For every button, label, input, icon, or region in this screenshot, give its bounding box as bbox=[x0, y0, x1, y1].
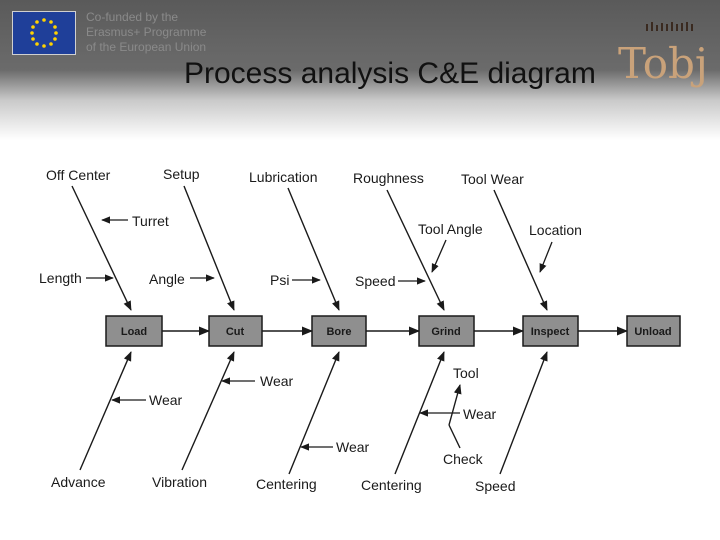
sub-label-angle: Angle bbox=[149, 271, 185, 287]
cause-label-speed: Speed bbox=[475, 478, 515, 494]
sub-label-tool: Tool bbox=[453, 365, 479, 381]
bone-setup bbox=[183, 185, 235, 311]
sub-label-speed: Speed bbox=[355, 273, 395, 289]
sub-label-location: Location bbox=[529, 222, 582, 238]
process-label-bore: Bore bbox=[326, 326, 351, 338]
process-label-inspect: Inspect bbox=[531, 326, 570, 338]
process-labels: Load Cut Bore Grind Inspect Unload bbox=[121, 326, 672, 338]
cause-label-setup: Setup bbox=[163, 166, 200, 182]
process-box-load bbox=[105, 315, 163, 347]
bone-tool-wear bbox=[493, 189, 548, 311]
bone-lubrication bbox=[287, 187, 340, 311]
top-cause-labels: Off Center Setup Lubrication Roughness T… bbox=[46, 166, 524, 187]
eu-line: Co-funded by the bbox=[86, 10, 179, 24]
sub-label-wear-cut: Wear bbox=[260, 373, 294, 389]
bottom-cause-labels: Advance Vibration Centering Centering Sp… bbox=[51, 474, 515, 494]
process-label-load: Load bbox=[121, 326, 147, 338]
sub-label-wear-grind: Wear bbox=[463, 406, 497, 422]
tobjo-logo: Tobjo bbox=[600, 18, 720, 98]
header-banner bbox=[0, 0, 720, 140]
sub-label-length: Length bbox=[39, 270, 82, 286]
process-box-bore bbox=[311, 315, 367, 347]
bone-advance bbox=[79, 351, 132, 471]
process-box-cut bbox=[208, 315, 263, 347]
logo-text: Tobjo bbox=[618, 39, 710, 88]
eu-funding-text: Co-funded by the Erasmus+ Programme of t… bbox=[86, 10, 236, 55]
cause-label-advance: Advance bbox=[51, 474, 106, 490]
process-label-cut: Cut bbox=[226, 326, 245, 338]
sub-arrow-tool-angle bbox=[431, 239, 447, 273]
process-box-inspect bbox=[522, 315, 579, 347]
top-bones bbox=[71, 185, 548, 311]
process-box-unload bbox=[626, 315, 681, 347]
bone-centering-bore bbox=[288, 351, 340, 475]
sub-label-psi: Psi bbox=[270, 272, 289, 288]
top-sub-arrows bbox=[86, 216, 553, 285]
bone-speed bbox=[499, 351, 548, 475]
sub-arrow-location bbox=[539, 241, 553, 273]
process-label-unload: Unload bbox=[634, 326, 671, 338]
bone-check bbox=[448, 424, 461, 449]
sub-label-tool-angle: Tool Angle bbox=[418, 221, 483, 237]
bottom-sub-arrows bbox=[111, 377, 460, 451]
process-label-grind: Grind bbox=[431, 326, 460, 338]
process-box-grind bbox=[418, 315, 475, 347]
cause-label-centering-bore: Centering bbox=[256, 476, 317, 492]
cause-label-off-center: Off Center bbox=[46, 167, 111, 183]
sub-label-check: Check bbox=[443, 451, 484, 467]
bone-tool bbox=[448, 384, 462, 426]
eu-line: Erasmus+ Programme bbox=[86, 25, 207, 39]
sub-label-wear-load: Wear bbox=[149, 392, 183, 408]
cause-label-lubrication: Lubrication bbox=[249, 169, 318, 185]
bone-off-center bbox=[71, 185, 132, 311]
cause-label-centering-grind: Centering bbox=[361, 477, 422, 493]
cause-label-tool-wear: Tool Wear bbox=[461, 171, 524, 187]
bone-roughness bbox=[386, 189, 445, 311]
page-title: Process analysis C&E diagram bbox=[184, 57, 596, 90]
top-sub-labels: Turret Length Angle Psi Speed Tool Angle… bbox=[39, 213, 582, 289]
cause-label-roughness: Roughness bbox=[353, 170, 424, 186]
sub-label-turret: Turret bbox=[132, 213, 169, 229]
bone-vibration bbox=[181, 351, 235, 471]
bottom-sub-labels: Wear Wear Wear Tool Wear Check bbox=[149, 365, 497, 467]
eu-flag-icon bbox=[12, 11, 76, 55]
cause-label-vibration: Vibration bbox=[152, 474, 207, 490]
sub-label-wear-bore: Wear bbox=[336, 439, 370, 455]
eu-line: of the European Union bbox=[86, 40, 207, 54]
process-boxes bbox=[105, 315, 681, 347]
